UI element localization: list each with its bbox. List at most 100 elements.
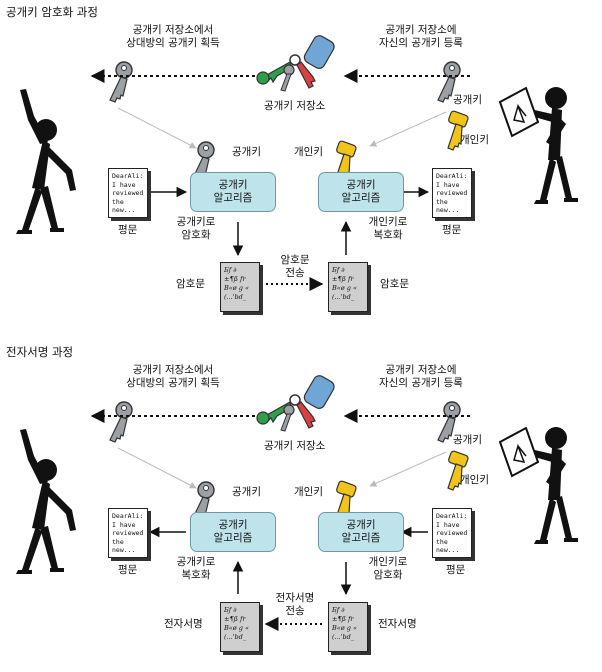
algo-line: 알고리즘 [341,192,381,204]
operation-label: 개인키로 복호화 [356,216,420,242]
label-line: 자신의 공개키 등록 [379,37,463,49]
cipher-line: (...'bd_ [332,293,355,301]
plaintext-label: 평문 [446,564,466,576]
public-key-label: 공개키 [232,486,261,498]
private-key-label: 개인키 [460,474,489,486]
plaintext-document: DearAli: I have reviewed the new... [108,168,148,218]
doc-line: DearAli: [436,512,468,520]
algorithm-box: 공개키 알고리즘 [190,172,276,212]
section-title: 전자서명 과정 [6,345,74,359]
operation-label: 공개키로 복호화 [166,556,226,582]
operation-label: 공개키로 암호화 [166,216,226,242]
op-line: 개인키로 [368,556,408,568]
label-line: 상대방의 공개키 획득 [126,37,220,49]
receiver-register-label: 공개키 저장소에 자신의 공개키 등록 [356,24,486,50]
doc-line: the new... [436,197,460,215]
signature-label: 전자서명 [378,618,417,630]
cipher-line: ±¶ß fr [332,275,354,283]
receiver-figure [499,426,579,545]
plaintext-document: DearAli: I have reviewed the new... [432,508,472,558]
label-line: 자신의 공개키 등록 [379,377,463,389]
receiver-figure [499,86,579,205]
doc-line: reviewed [436,529,468,537]
ciphertext-document: Бƒ ∂ ±¶ß fr B«ø g « (...'bd_ [328,262,368,312]
doc-line: reviewed [436,189,468,197]
public-key-label: 공개키 [453,94,482,106]
plaintext-label: 평문 [442,224,462,236]
op-line: 공개키로 [176,216,216,228]
algorithm-box: 공개키 알고리즘 [190,512,276,552]
cipher-line: B«ø g « [224,624,249,632]
operation-label: 개인키로 암호화 [356,556,420,582]
plaintext-label: 평문 [118,564,138,576]
key-repository-icon [256,372,337,432]
cipher-line: B«ø g « [332,284,357,292]
op-line: 복호화 [181,569,211,581]
doc-line: DearAli: [112,172,144,180]
plaintext-document: DearAli: I have reviewed the new... [432,168,472,218]
doc-line: I have [436,520,460,529]
label-line: 상대방의 공개키 획득 [126,377,220,389]
cipher-line: ±¶ß fr [224,615,246,623]
sender-figure [16,89,76,234]
cipher-line: (...'bd_ [224,293,247,301]
public-key-label: 공개키 [453,434,482,446]
op-line: 공개키로 [176,556,216,568]
private-key-label: 개인키 [460,134,489,146]
cipher-line: (...'bd_ [332,633,355,641]
label-line: 공개키 저장소에 [385,24,457,36]
private-key-label: 개인키 [294,146,323,158]
ciphertext-document: Бƒ ∂ ±¶ß fr B«ø g « (...'bd_ [220,262,260,312]
doc-line: I have [112,520,136,529]
transmit-line: 전송 [285,267,305,279]
register-link-line [369,111,447,147]
fetch-link-line [117,447,197,489]
public-key-label: 공개키 [232,146,261,158]
cipher-line: B«ø g « [332,624,357,632]
signature-label: 전자서명 [164,618,203,630]
doc-line: I have [436,180,460,189]
doc-line: reviewed [112,529,144,537]
doc-line: DearAli: [112,512,144,520]
cipher-line: (...'bd_ [224,633,247,641]
repository-label: 공개키 저장소 [264,100,326,112]
plaintext-document: DearAli: I have reviewed the new... [108,508,148,558]
transmit-line: 전자서명 [275,592,315,604]
op-line: 개인키로 [368,216,408,228]
fetch-link-line [117,107,197,149]
algorithm-box: 공개키 알고리즘 [318,512,404,552]
op-line: 암호화 [373,569,403,581]
repository-label: 공개키 저장소 [264,440,326,452]
algo-line: 공개키 [218,519,248,531]
doc-line: the new... [436,537,460,555]
op-line: 복호화 [373,229,403,241]
transmit-label: 암호문 전송 [270,254,320,280]
transmit-label: 전자서명 전송 [266,592,324,618]
private-key-label: 개인키 [294,486,323,498]
sender-fetch-label: 공개키 저장소에서 상대방의 공개키 획득 [108,24,238,50]
public-key-icon [109,61,133,103]
ciphertext-label: 암호문 [380,278,409,290]
doc-line: DearAli: [436,172,468,180]
cipher-line: ±¶ß fr [332,615,354,623]
algo-line: 공개키 [346,179,376,191]
register-link-line [369,451,447,487]
algo-line: 공개키 [218,179,248,191]
doc-line: reviewed [112,189,144,197]
cipher-line: ±¶ß fr [224,275,246,283]
cipher-line: B«ø g « [224,284,249,292]
transmit-line: 암호문 [280,254,310,266]
cipher-line: Бƒ ∂ [332,606,345,614]
ciphertext-label: 암호문 [176,278,205,290]
algo-line: 알고리즘 [341,532,381,544]
doc-line: I have [112,180,136,189]
transmit-line: 전송 [285,605,305,617]
sender-fetch-label: 공개키 저장소에서 상대방의 공개키 획득 [108,364,238,390]
plaintext-label: 평문 [118,224,138,236]
label-line: 공개키 저장소에 [385,364,457,376]
cipher-line: Бƒ ∂ [332,266,345,274]
label-line: 공개키 저장소에서 [132,364,214,376]
cipher-line: Бƒ ∂ [224,606,237,614]
receiver-register-label: 공개키 저장소에 자신의 공개키 등록 [356,364,486,390]
